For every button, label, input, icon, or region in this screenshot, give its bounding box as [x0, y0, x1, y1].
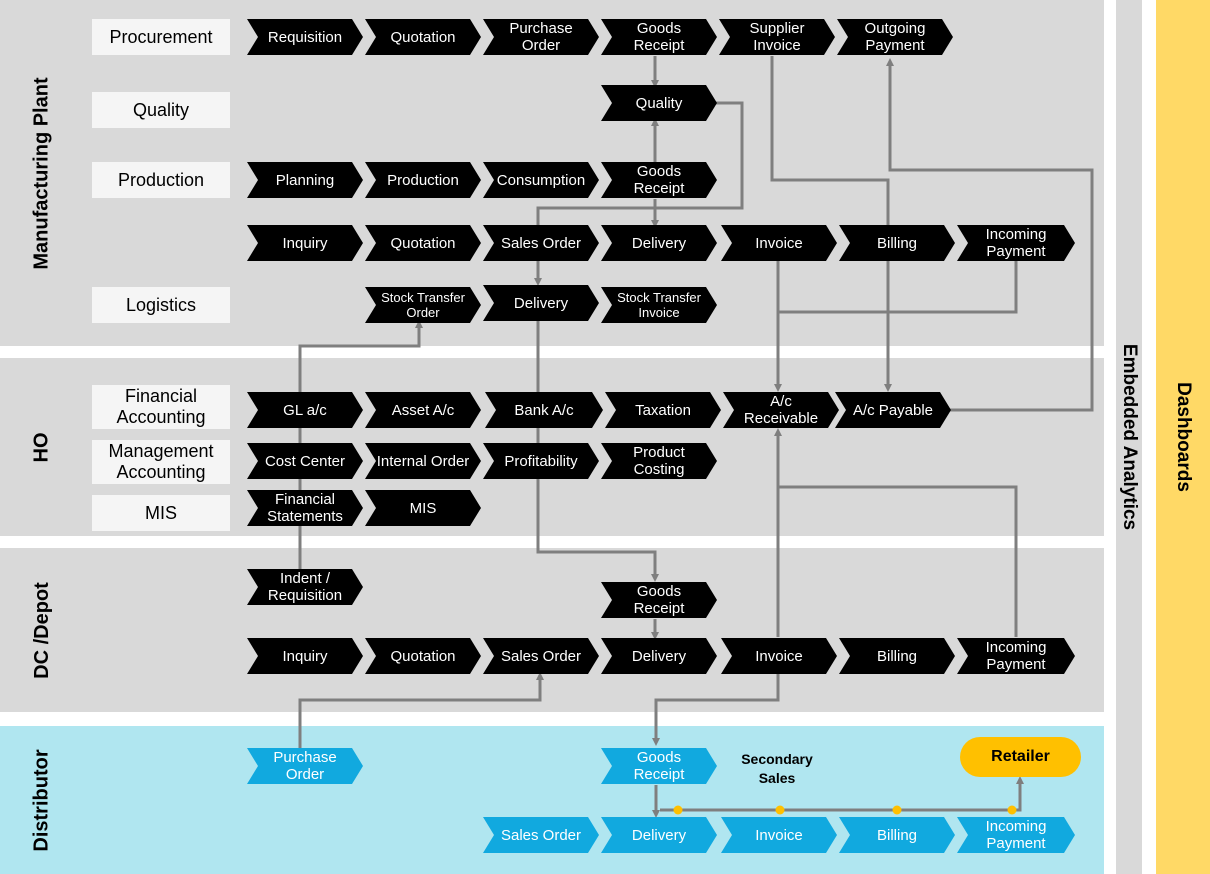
step-mis-financial-statements: Financial Statements	[247, 490, 363, 526]
step-sales-delivery: Delivery	[601, 225, 717, 261]
step-sales-inquiry: Inquiry	[247, 225, 363, 261]
connector-delivery-to-dc-gr	[536, 321, 659, 582]
band-dc-depot	[0, 548, 1104, 712]
embedded-analytics-bar: Embedded Analytics	[1116, 0, 1142, 874]
step-quality: Quality	[601, 85, 717, 121]
label-procurement: Procurement	[92, 19, 230, 55]
step-dc-goods-receipt: Goods Receipt	[601, 582, 717, 618]
connector-secondary-sales	[660, 776, 1024, 812]
step-dc-sales-order: Sales Order	[483, 638, 599, 674]
step-fa-gl: GL a/c	[247, 392, 363, 428]
step-dc-billing: Billing	[839, 638, 955, 674]
secondary-sales-dot-2	[775, 805, 785, 815]
label-logistics: Logistics	[92, 287, 230, 323]
step-fa-taxation: Taxation	[605, 392, 721, 428]
step-prod-consumption: Consumption	[483, 162, 599, 198]
secondary-sales-dot-3	[892, 805, 902, 815]
step-proc-requisition: Requisition	[247, 19, 363, 55]
step-proc-purchase-order: Purchase Order	[483, 19, 599, 55]
label-production: Production	[92, 162, 230, 198]
step-fa-payable: A/c Payable	[835, 392, 951, 428]
step-proc-goods-receipt: Goods Receipt	[601, 19, 717, 55]
step-dist-invoice: Invoice	[721, 817, 837, 853]
step-log-stock-transfer-order: Stock Transfer Order	[365, 287, 481, 323]
connector-payable-to-outgoing-payment	[886, 58, 1094, 412]
step-ma-profitability: Profitability	[483, 443, 599, 479]
step-sales-invoice: Invoice	[721, 225, 837, 261]
secondary-sales-dot-4	[1007, 805, 1017, 815]
step-dc-invoice: Invoice	[721, 638, 837, 674]
connector-supplier-invoice-to-payable	[770, 56, 892, 392]
step-prod-planning: Planning	[247, 162, 363, 198]
step-dist-incoming-payment: Incoming Payment	[957, 817, 1075, 853]
step-log-stock-transfer-invoice: Stock Transfer Invoice	[601, 287, 717, 323]
step-prod-goods-receipt: Goods Receipt	[601, 162, 717, 198]
secondary-sales-dot-1	[673, 805, 683, 815]
step-proc-outgoing-payment: Outgoing Payment	[837, 19, 953, 55]
step-dist-billing: Billing	[839, 817, 955, 853]
connector-incoming-payment-to-receivable	[778, 261, 1018, 314]
step-sales-order: Sales Order	[483, 225, 599, 261]
step-fa-asset: Asset A/c	[365, 392, 481, 428]
connector-dist-po-to-dc-sales-order	[298, 672, 544, 748]
step-dist-sales-order: Sales Order	[483, 817, 599, 853]
label-mis: MIS	[92, 495, 230, 531]
step-fa-bank: Bank A/c	[485, 392, 603, 428]
step-dist-delivery: Delivery	[601, 817, 717, 853]
connector-dc-delivery-to-dist-gr	[652, 674, 780, 746]
label-management-accounting: Management Accounting	[92, 440, 230, 484]
step-dc-delivery: Delivery	[601, 638, 717, 674]
step-sales-quotation: Quotation	[365, 225, 481, 261]
step-prod-production: Production	[365, 162, 481, 198]
label-financial-accounting: Financial Accounting	[92, 385, 230, 429]
step-dc-indent-requisition: Indent / Requisition	[247, 569, 363, 605]
label-quality: Quality	[92, 92, 230, 128]
step-mis-mis: MIS	[365, 490, 481, 526]
step-dist-purchase-order: Purchase Order	[247, 748, 363, 784]
step-dc-inquiry: Inquiry	[247, 638, 363, 674]
step-ma-product-costing: Product Costing	[601, 443, 717, 479]
step-ma-cost-center: Cost Center	[247, 443, 363, 479]
step-proc-supplier-invoice: Supplier Invoice	[719, 19, 835, 55]
step-sales-billing: Billing	[839, 225, 955, 261]
secondary-sales-note: Secondary Sales	[741, 751, 813, 786]
dashboards-bar: Dashboards	[1156, 0, 1210, 874]
step-dc-quotation: Quotation	[365, 638, 481, 674]
connector-dc-payment-to-receivable	[778, 485, 1018, 637]
step-fa-receivable: A/c Receivable	[723, 392, 839, 428]
retailer-node: Retailer	[960, 737, 1081, 777]
step-dc-incoming-payment: Incoming Payment	[957, 638, 1075, 674]
step-dist-goods-receipt: Goods Receipt	[601, 748, 717, 784]
step-sales-incoming-payment: Incoming Payment	[957, 225, 1075, 261]
step-ma-internal-order: Internal Order	[365, 443, 481, 479]
step-log-delivery: Delivery	[483, 285, 599, 321]
step-proc-quotation: Quotation	[365, 19, 481, 55]
